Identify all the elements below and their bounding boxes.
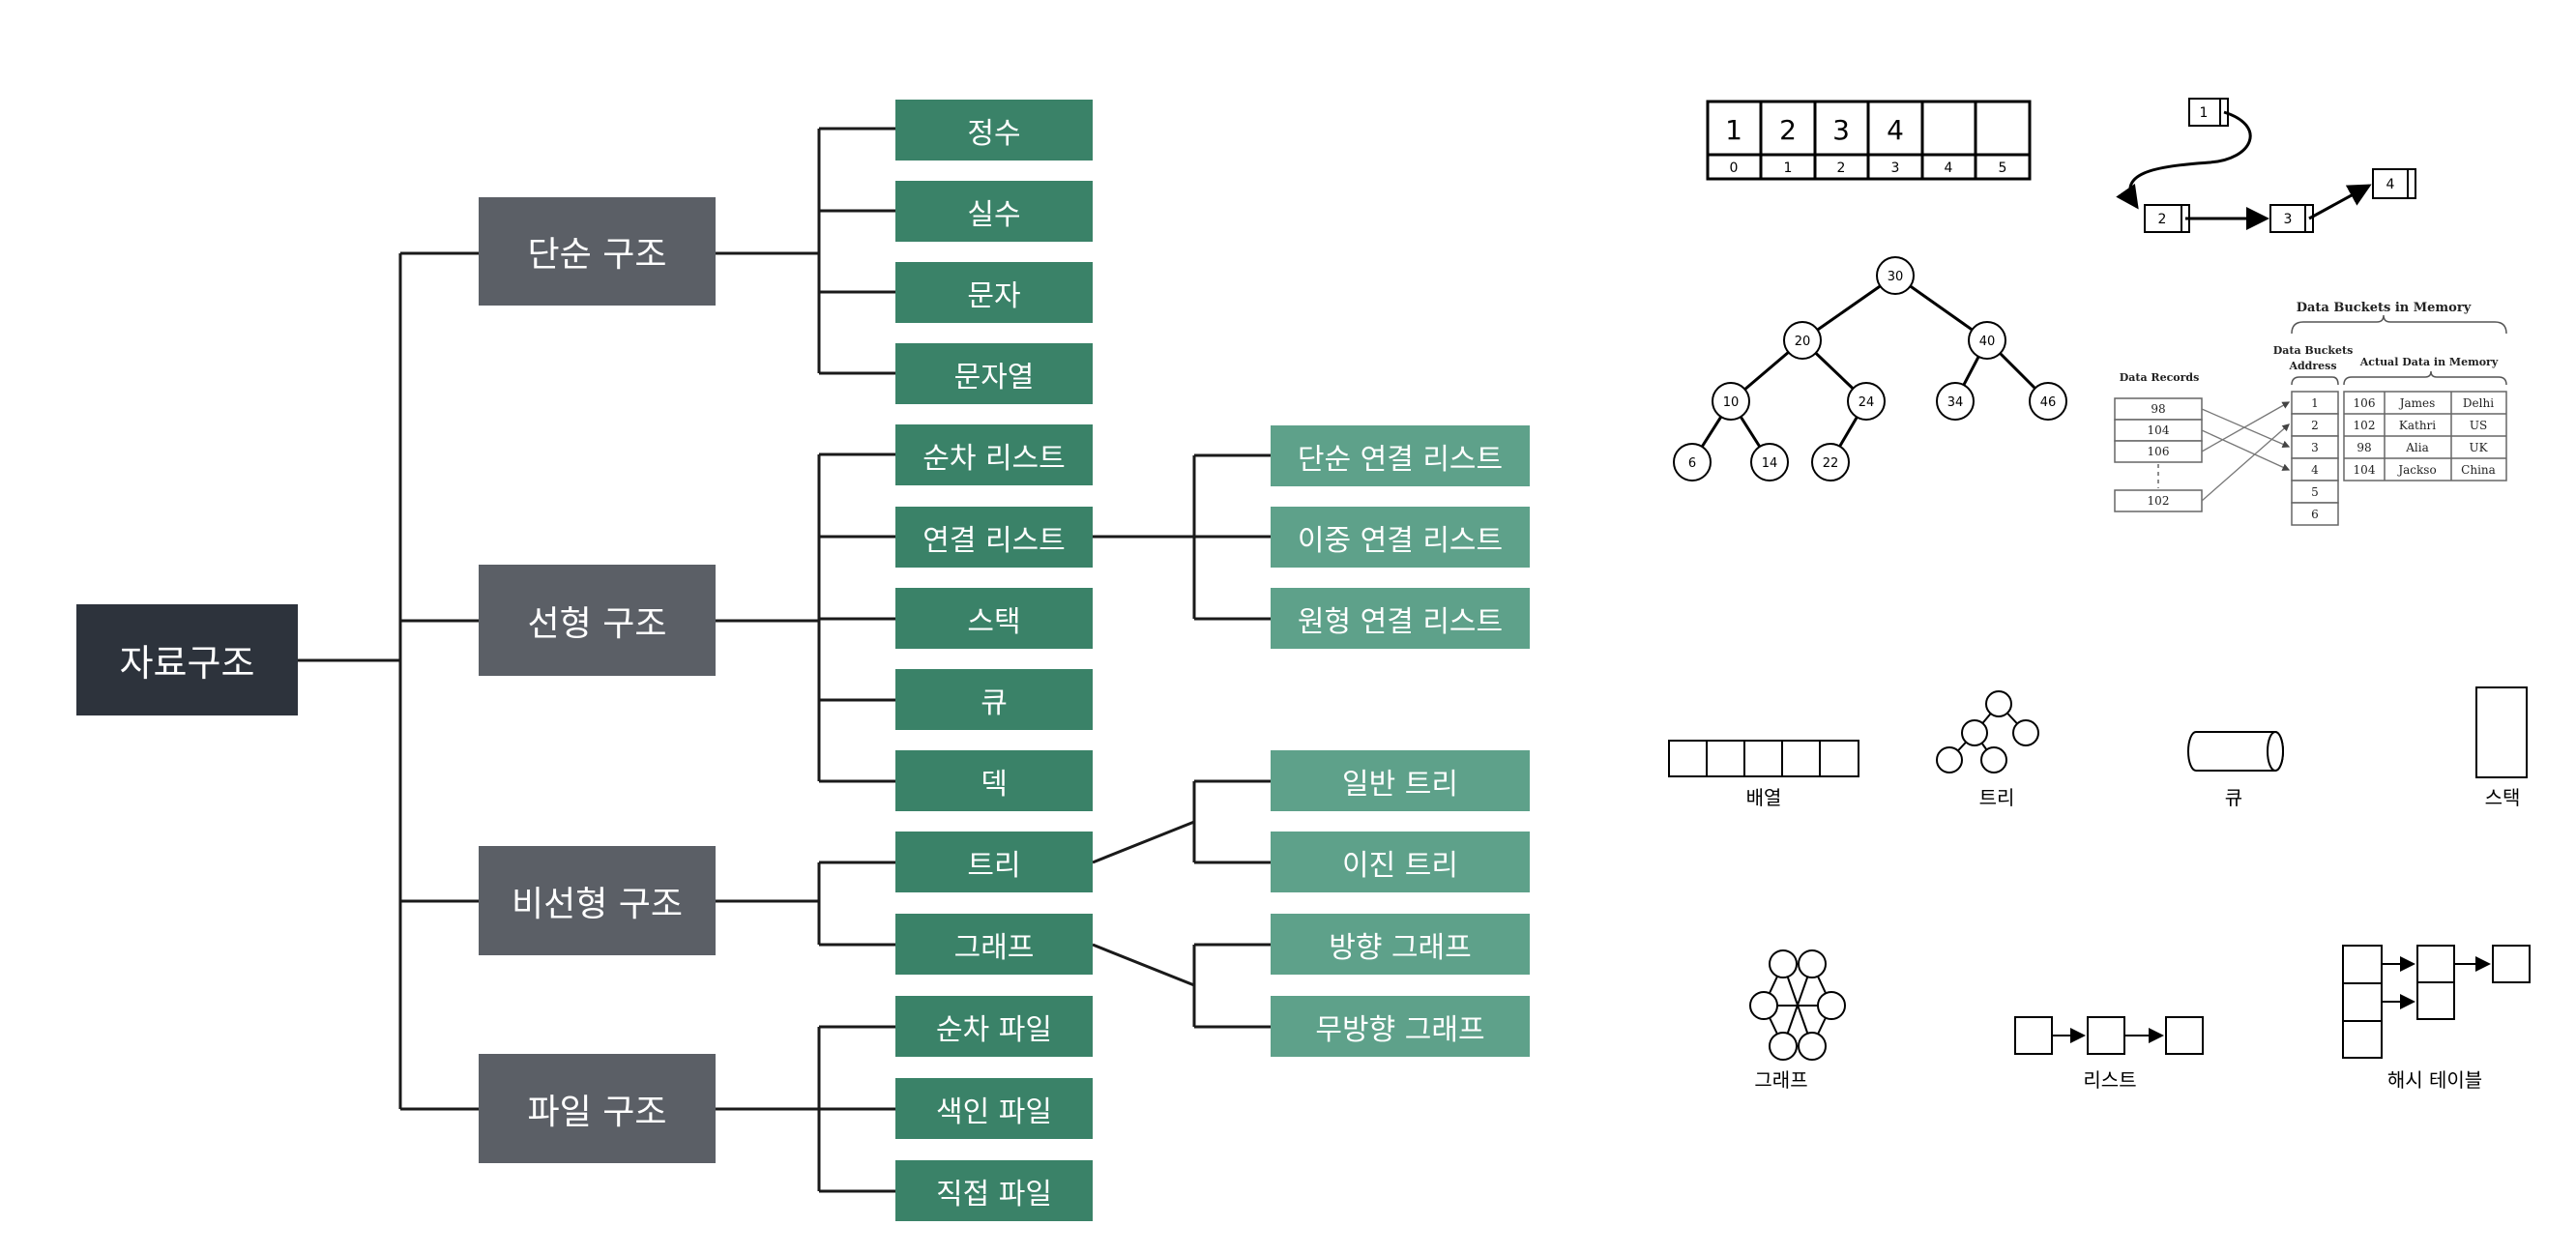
array-icon-label: 배열 <box>1746 786 1782 809</box>
leaf-indexed-file: 색인 파일 <box>895 1078 1093 1139</box>
leaf-queue: 큐 <box>895 669 1093 730</box>
hash-addr-5: 5 <box>2311 485 2319 499</box>
hash-record-104: 104 <box>2148 423 2170 437</box>
ll-node-3: 3 <box>2284 212 2293 227</box>
graph-icon <box>1749 949 1846 1061</box>
hash-cell: 98 <box>2356 441 2371 454</box>
linked-list-example: 1 2 3 4 <box>2116 98 2416 233</box>
list-icon <box>2014 1016 2204 1055</box>
leaf-stack: 스택 <box>895 588 1093 649</box>
hash-cell: Jackso <box>2396 463 2436 477</box>
sub-singly-linked-list: 단순 연결 리스트 <box>1271 425 1530 486</box>
leaf-deque: 덱 <box>895 750 1093 811</box>
leaf-char: 문자 <box>895 262 1093 323</box>
tree-icon <box>1936 690 2039 773</box>
bst-node-6: 6 <box>1688 456 1696 471</box>
queue-icon-label: 큐 <box>2225 786 2242 809</box>
leaf-tree: 트리 <box>895 832 1093 892</box>
category-linear-structure: 선형 구조 <box>479 565 716 676</box>
hash-cell: China <box>2461 463 2496 477</box>
hash-addr-2: 2 <box>2311 419 2319 432</box>
hash-cell: 102 <box>2354 419 2376 432</box>
array-value-0: 1 <box>1725 114 1742 146</box>
bst-node-20: 20 <box>1795 335 1811 349</box>
leaf-sequential-file: 순차 파일 <box>895 996 1093 1057</box>
queue-icon <box>2187 731 2284 772</box>
hash-cell: UK <box>2469 441 2488 454</box>
leaf-string: 문자열 <box>895 343 1093 404</box>
hash-cell: 104 <box>2354 463 2376 477</box>
list-icon-label: 리스트 <box>2083 1068 2136 1092</box>
sub-directed-graph: 방향 그래프 <box>1271 914 1530 975</box>
sub-undirected-graph: 무방향 그래프 <box>1271 996 1530 1057</box>
leaf-integer: 정수 <box>895 100 1093 161</box>
ll-node-1: 1 <box>2200 105 2209 121</box>
hash-title: Data Buckets in Memory <box>2297 301 2472 315</box>
array-index-5: 5 <box>1999 161 2007 176</box>
hash-record-102: 102 <box>2148 494 2170 508</box>
array-value-1: 2 <box>1779 114 1797 146</box>
bst-node-40: 40 <box>1979 335 1996 349</box>
graph-icon-label: 그래프 <box>1754 1068 1807 1092</box>
bst-node-10: 10 <box>1723 395 1740 410</box>
hash-cell: Delhi <box>2463 396 2494 410</box>
tree-icon-label: 트리 <box>1979 786 2015 809</box>
hash-addr-4: 4 <box>2311 463 2319 477</box>
ll-node-4: 4 <box>2386 177 2395 192</box>
array-index-1: 1 <box>1784 161 1793 176</box>
hash-cell: 106 <box>2354 396 2376 410</box>
category-nonlinear-structure: 비선형 구조 <box>479 846 716 955</box>
hash-addr-6: 6 <box>2311 508 2319 521</box>
bst-node-46: 46 <box>2040 395 2057 410</box>
sub-binary-tree: 이진 트리 <box>1271 832 1530 892</box>
sub-doubly-linked-list: 이중 연결 리스트 <box>1271 507 1530 568</box>
hash-record-98: 98 <box>2151 402 2165 416</box>
leaf-real: 실수 <box>895 181 1093 242</box>
leaf-sequential-list: 순차 리스트 <box>895 424 1093 485</box>
root-node: 자료구조 <box>76 604 298 715</box>
stack-icon <box>2475 686 2528 778</box>
ll-node-2: 2 <box>2158 212 2167 227</box>
sub-circular-linked-list: 원형 연결 리스트 <box>1271 588 1530 649</box>
array-index-3: 3 <box>1891 161 1900 176</box>
stack-icon-label: 스택 <box>2485 786 2521 809</box>
array-value-3: 4 <box>1887 114 1904 146</box>
hash-address-label-1: Data Buckets <box>2273 344 2354 357</box>
hash-address-label-2: Address <box>2288 360 2336 372</box>
hash-memory-example: Data Buckets in Memory Data Buckets Addr… <box>2114 301 2507 526</box>
array-index-0: 0 <box>1730 161 1739 176</box>
data-structure-illustrations: 1 2 3 4 0 1 2 3 4 5 <box>1668 98 2531 1092</box>
leaf-linked-list: 연결 리스트 <box>895 507 1093 568</box>
hash-table-icon <box>2342 945 2531 1059</box>
bst-node-14: 14 <box>1762 456 1778 471</box>
hash-records-label: Data Records <box>2120 371 2200 384</box>
leaf-graph: 그래프 <box>895 914 1093 975</box>
bst-node-30: 30 <box>1888 270 1904 284</box>
hash-cell: James <box>2398 396 2436 410</box>
hash-addr-3: 3 <box>2311 441 2319 454</box>
array-example: 1 2 3 4 0 1 2 3 4 5 <box>1706 100 2032 181</box>
array-icon <box>1668 740 1859 777</box>
hash-cell: Kathri <box>2399 419 2436 432</box>
hash-record-106: 106 <box>2148 445 2170 458</box>
bst-node-24: 24 <box>1859 395 1875 410</box>
category-file-structure: 파일 구조 <box>479 1054 716 1163</box>
bst-node-34: 34 <box>1947 395 1964 410</box>
hash-addr-1: 1 <box>2311 396 2319 410</box>
sub-general-tree: 일반 트리 <box>1271 750 1530 811</box>
hash-cell: Alia <box>2405 441 2429 454</box>
bst-node-22: 22 <box>1823 456 1839 471</box>
leaf-direct-file: 직접 파일 <box>895 1160 1093 1221</box>
array-index-2: 2 <box>1837 161 1846 176</box>
array-index-4: 4 <box>1945 161 1953 176</box>
hash-cell: US <box>2470 419 2487 432</box>
hash-table-icon-label: 해시 테이블 <box>2387 1068 2482 1092</box>
hash-actual-label: Actual Data in Memory <box>2359 356 2499 368</box>
category-simple-structure: 단순 구조 <box>479 197 716 306</box>
binary-tree-example: 30 20 40 10 24 34 46 6 14 22 <box>1673 256 2067 482</box>
array-value-2: 3 <box>1832 114 1850 146</box>
